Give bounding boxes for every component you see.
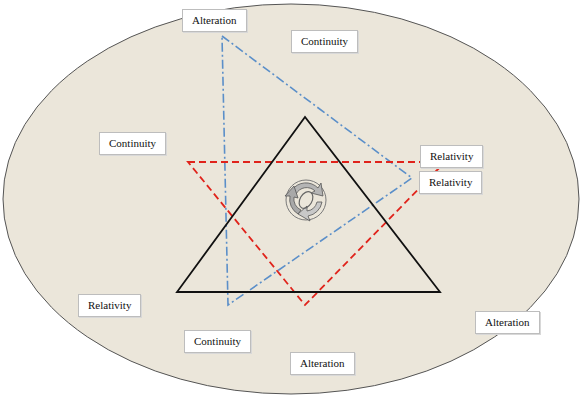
label-text: Continuity [109,137,156,150]
black-triangle [177,117,440,292]
label-text: Relativity [88,299,131,312]
label-text: Relativity [429,176,472,189]
label-text: Alteration [300,357,345,370]
red-triangle [188,162,445,305]
label-box: Alteration [475,311,540,334]
background-ellipse [3,4,579,394]
label-box: Relativity [78,294,141,317]
label-box: Continuity [291,30,358,53]
label-text: Alteration [485,316,530,329]
label-text: Continuity [194,335,241,348]
icon-arrow [285,186,301,214]
label-box: Relativity [419,171,482,194]
label-box: Alteration [290,352,355,375]
label-text: Continuity [301,35,348,48]
cycle-icon [285,180,326,221]
label-box: Continuity [184,330,251,353]
label-box: Relativity [420,145,483,168]
icon-core [296,189,315,211]
label-text: Alteration [192,14,237,27]
label-text: Relativity [430,150,473,163]
label-box: Continuity [99,132,166,155]
icon-ring [286,180,326,220]
label-box: Alteration [182,9,247,32]
blue-triangle [222,36,412,305]
